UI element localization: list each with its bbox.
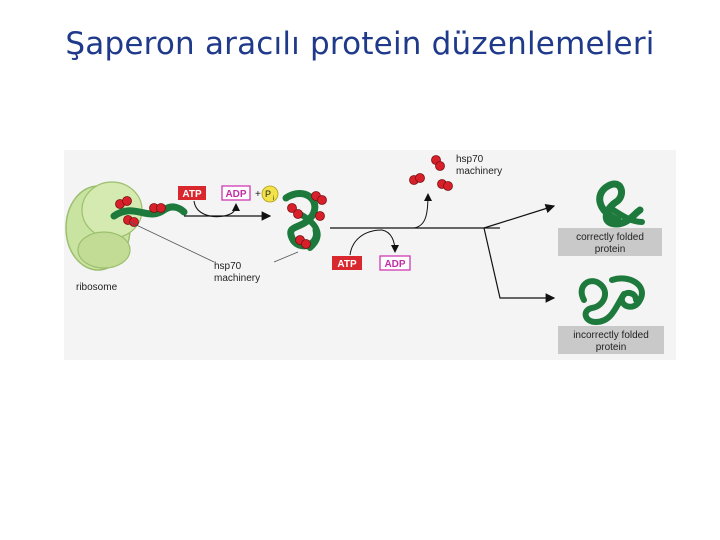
adp-box-2 bbox=[379, 255, 411, 271]
incorrectly-folded-protein-icon bbox=[578, 275, 645, 326]
arrow-correct-branch bbox=[483, 203, 556, 229]
hsp70-label-lower-2: machinery bbox=[214, 273, 260, 284]
adp-curve-out-1 bbox=[223, 203, 240, 217]
bound-protein-complex bbox=[282, 190, 327, 251]
correct-label-box bbox=[558, 228, 662, 256]
incorrect-label-box bbox=[558, 326, 664, 354]
adp-box-1 bbox=[221, 185, 251, 201]
atp-label-2: ATP bbox=[337, 259, 357, 270]
chaperone-diagram: ribosome hsp70 machinery ATP ADP + P i A… bbox=[64, 150, 676, 360]
ribosome-label: ribosome bbox=[76, 282, 118, 293]
phosphate-icon bbox=[261, 185, 279, 203]
arrow-incorrect-branch bbox=[483, 227, 556, 303]
slide-title: Şaperon aracılı protein düzenlemeleri bbox=[65, 26, 655, 62]
atp-curve-in-1 bbox=[193, 200, 225, 218]
correct-label-line1: correctly folded bbox=[576, 232, 644, 243]
atp-box-1 bbox=[178, 186, 206, 200]
atp-box-2 bbox=[332, 256, 362, 270]
plus-sign: + bbox=[255, 189, 261, 200]
atp-curve-in-2 bbox=[349, 229, 383, 256]
atp-label-1: ATP bbox=[182, 189, 202, 200]
adp-curve-out-2 bbox=[381, 229, 399, 253]
pi-subscript: i bbox=[273, 196, 274, 202]
hsp70-label-upper-1: hsp70 bbox=[456, 154, 484, 165]
release-arrow bbox=[413, 193, 432, 229]
adp-label-1: ADP bbox=[225, 189, 246, 200]
chaperones-on-chain bbox=[115, 196, 166, 227]
correctly-folded-protein-icon bbox=[596, 180, 645, 228]
ribosome-icon bbox=[65, 181, 143, 271]
hsp70-pointer-1 bbox=[129, 221, 215, 263]
incorrect-label-line2: protein bbox=[596, 342, 627, 353]
pi-label: P bbox=[265, 189, 271, 199]
correct-label-line2: protein bbox=[595, 244, 626, 255]
hsp70-label-upper-2: machinery bbox=[456, 166, 502, 177]
released-chaperones bbox=[409, 155, 453, 191]
incorrect-label-line1: incorrectly folded bbox=[573, 330, 649, 341]
adp-label-2: ADP bbox=[384, 259, 405, 270]
diagram-svg: ribosome hsp70 machinery ATP ADP + P i A… bbox=[64, 150, 676, 360]
hsp70-pointer-2 bbox=[273, 251, 299, 263]
hsp70-label-lower-1: hsp70 bbox=[214, 261, 242, 272]
